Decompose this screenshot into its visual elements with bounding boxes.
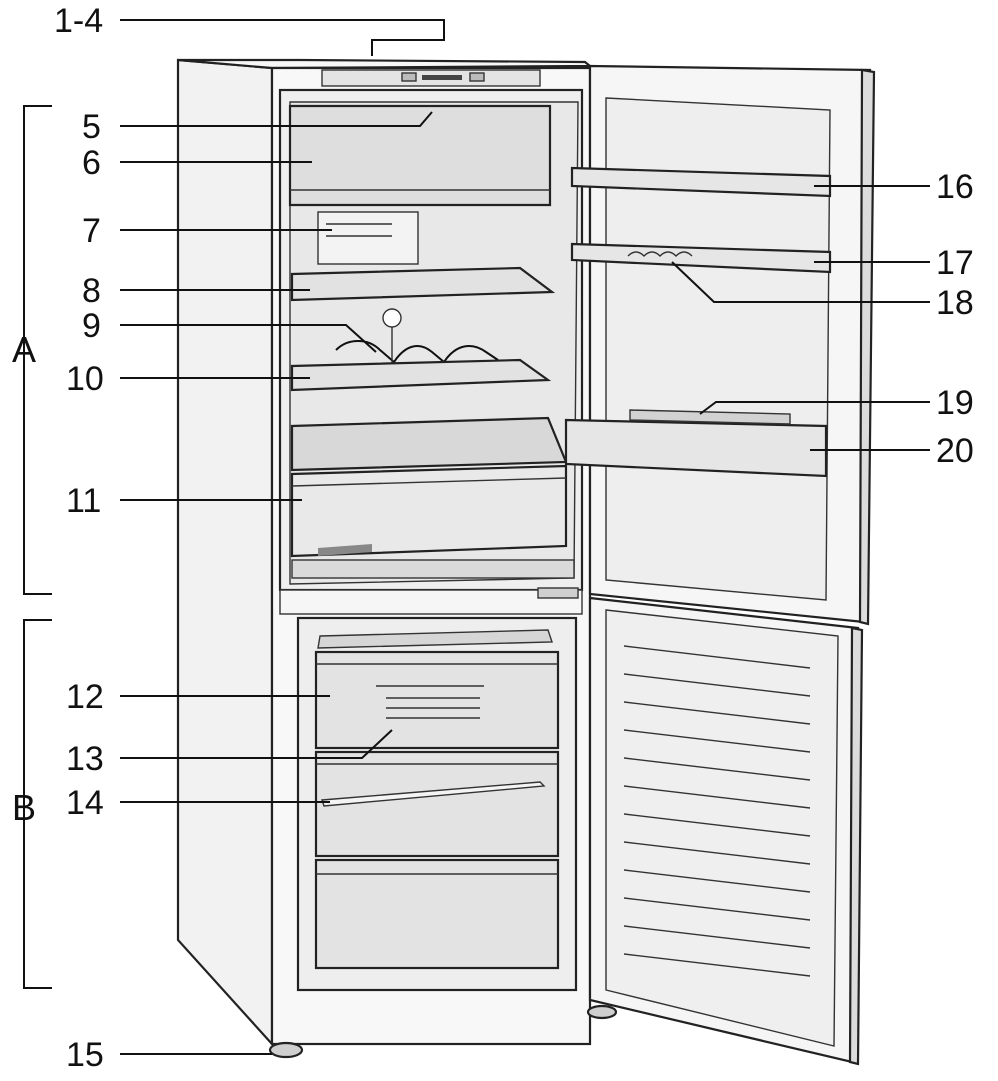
label-19: 19 — [936, 384, 974, 422]
rear-foot — [586, 1004, 618, 1020]
cabinet-top — [177, 58, 594, 70]
leader-19 — [699, 401, 930, 415]
label-7: 7 — [82, 212, 101, 250]
label-11: 11 — [66, 482, 101, 520]
fridge-door-edge — [858, 68, 876, 626]
fridge-bottom-rail — [291, 559, 575, 579]
egg-tray — [335, 308, 499, 368]
control-button — [469, 72, 485, 82]
label-12: 12 — [66, 678, 104, 716]
cabinet-side-panel — [176, 58, 274, 1047]
freezer-door-edge — [848, 626, 864, 1066]
drawer-handle — [321, 781, 546, 807]
section-label-b: B — [12, 787, 36, 828]
fridge-door — [564, 64, 876, 626]
label-6: 6 — [82, 144, 101, 182]
leader-5 — [120, 111, 433, 127]
ice-box — [288, 104, 552, 207]
fridge-compartment — [278, 88, 584, 592]
section-brackets — [23, 105, 52, 989]
freezer-door-liner — [605, 609, 839, 1047]
label-14: 14 — [66, 784, 104, 822]
door-shelf-16 — [570, 166, 832, 198]
control-display — [422, 75, 462, 80]
label-15: 15 — [66, 1036, 104, 1074]
label-20: 20 — [936, 432, 974, 470]
bottle-shelf — [564, 418, 828, 478]
freezer-door-ribs — [623, 645, 811, 977]
control-panel — [321, 69, 541, 87]
bottle-retainer — [629, 409, 791, 425]
freezer-drawer-middle — [314, 750, 560, 858]
leader-9 — [120, 324, 377, 353]
freezing-calendar — [376, 685, 484, 719]
control-button — [401, 72, 417, 82]
freezer-drawer-bottom — [314, 858, 560, 970]
crisper-drawer — [290, 464, 568, 558]
leader-18 — [671, 261, 930, 303]
freezer-door — [588, 596, 864, 1066]
crisper-drawer-rim — [291, 477, 567, 487]
callout-labels: 1-4 5 6 7 8 9 10 11 12 13 14 15 16 17 18… — [12, 2, 974, 1074]
shelf-upper — [290, 266, 556, 302]
label-16: 16 — [936, 168, 974, 206]
label-13: 13 — [66, 740, 104, 778]
leader-1-4 — [120, 19, 445, 56]
label-10: 10 — [66, 360, 104, 398]
label-1-4: 1-4 — [54, 2, 103, 40]
label-18: 18 — [936, 284, 974, 322]
label-9: 9 — [82, 307, 101, 345]
shelf-lower — [290, 358, 552, 392]
egg-holder — [627, 251, 693, 257]
label-17: 17 — [936, 244, 974, 282]
leader-13 — [120, 729, 393, 759]
label-5: 5 — [82, 108, 101, 146]
divider-latch — [537, 587, 579, 599]
bracket-b — [23, 619, 52, 989]
door-shelf-17 — [570, 242, 832, 274]
bracket-a — [23, 105, 52, 595]
freezer-top-panel — [317, 629, 553, 649]
freezer-compartment — [296, 616, 578, 992]
leader-lines — [120, 19, 930, 1055]
section-label-a: A — [12, 329, 36, 370]
front-foot — [268, 1041, 304, 1059]
compartment-divider — [279, 589, 583, 615]
crisper-handle — [318, 544, 372, 556]
freezer-drawer-top — [314, 650, 560, 750]
crisper-cover — [290, 416, 568, 472]
label-8: 8 — [82, 272, 101, 310]
interior-light — [317, 211, 419, 265]
